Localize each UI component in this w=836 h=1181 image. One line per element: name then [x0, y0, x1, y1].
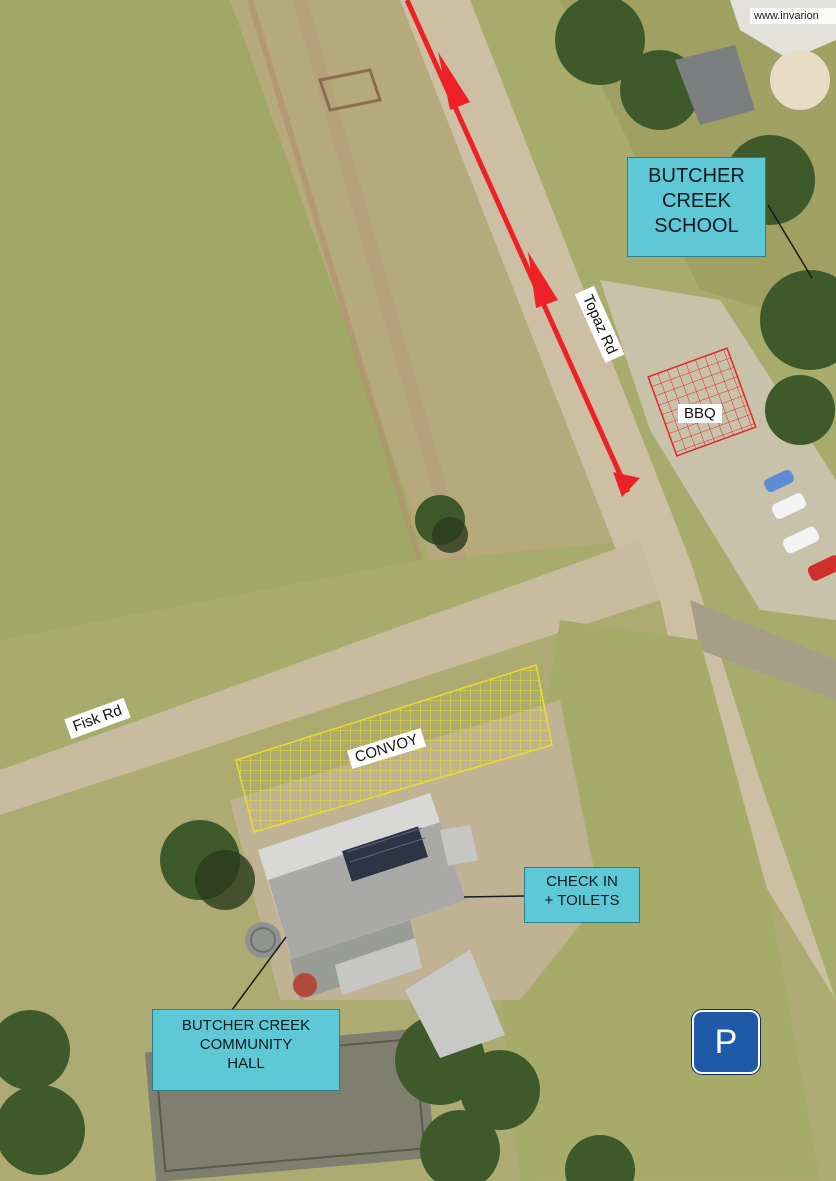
- school-label-line-2: CREEK: [662, 190, 731, 212]
- checkin-label-line-2: + TOILETS: [544, 891, 620, 909]
- school-callout: BUTCHER CREEK SCHOOL: [627, 157, 766, 257]
- checkin-callout: CHECK IN + TOILETS: [524, 867, 640, 923]
- hall-callout: BUTCHER CREEK COMMUNITY HALL: [152, 1009, 340, 1091]
- bbq-label: BBQ: [678, 404, 722, 423]
- imagery-credit: www.invarion: [750, 8, 836, 24]
- school-label-line-1: BUTCHER: [648, 165, 745, 187]
- parking-icon: P: [692, 1010, 760, 1074]
- school-label-line-3: SCHOOL: [654, 215, 739, 237]
- hall-label-line-1: BUTCHER CREEK: [181, 1017, 311, 1034]
- checkin-label-line-1: CHECK IN: [546, 873, 618, 890]
- hall-label-line-2: COMMUNITY: [199, 1035, 293, 1053]
- hall-label-line-3: HALL: [227, 1054, 265, 1072]
